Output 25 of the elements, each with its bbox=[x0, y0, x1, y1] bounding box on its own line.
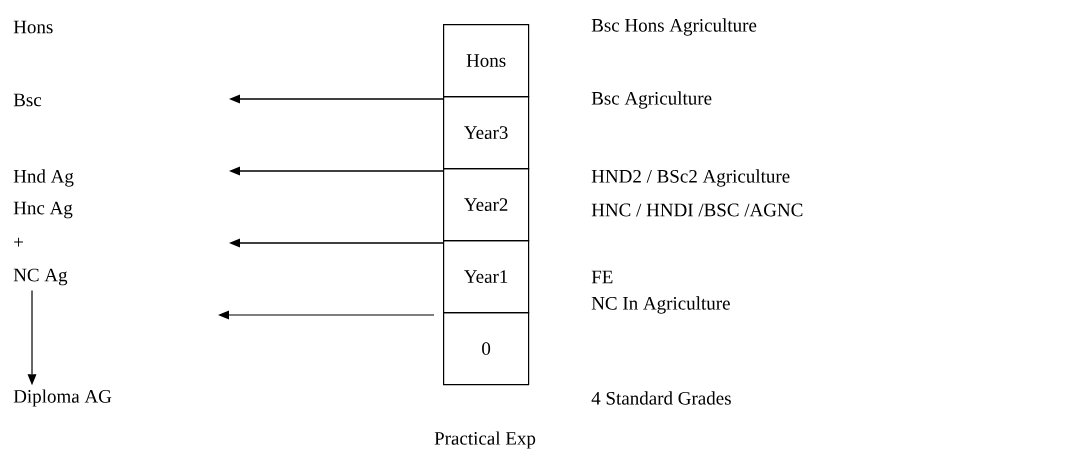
stack-cell: 0 bbox=[443, 312, 530, 386]
stack-cell: Hons bbox=[443, 24, 530, 98]
text-label: HND2 / BSc2 Agriculture bbox=[591, 169, 790, 187]
text-label: Practical Exp bbox=[434, 431, 536, 449]
arrow bbox=[27, 289, 37, 386]
arrow bbox=[229, 238, 444, 248]
text-label: Bsc bbox=[13, 93, 42, 107]
stack-cell: Year2 bbox=[443, 168, 530, 242]
arrow bbox=[229, 94, 444, 104]
arrow bbox=[229, 166, 444, 176]
text-label: + bbox=[14, 237, 23, 247]
text-label: Hons bbox=[13, 20, 53, 34]
text-label: 4 Standard Grades bbox=[591, 391, 731, 405]
text-label: Bsc Hons Agriculture bbox=[591, 18, 757, 36]
text-label: NC In Agriculture bbox=[591, 296, 730, 314]
stack-cell: Year1 bbox=[443, 240, 530, 314]
text-label: Diploma AG bbox=[13, 389, 112, 407]
arrow bbox=[218, 310, 435, 320]
text-label: FE bbox=[591, 270, 613, 284]
text-label: Hnc Ag bbox=[13, 201, 73, 219]
stack-cell: Year3 bbox=[443, 96, 530, 170]
text-label: HNC / HNDI /BSC /AGNC bbox=[591, 203, 803, 217]
text-label: Bsc Agriculture bbox=[591, 91, 712, 109]
text-label: NC Ag bbox=[13, 268, 68, 286]
text-label: Hnd Ag bbox=[13, 169, 74, 187]
